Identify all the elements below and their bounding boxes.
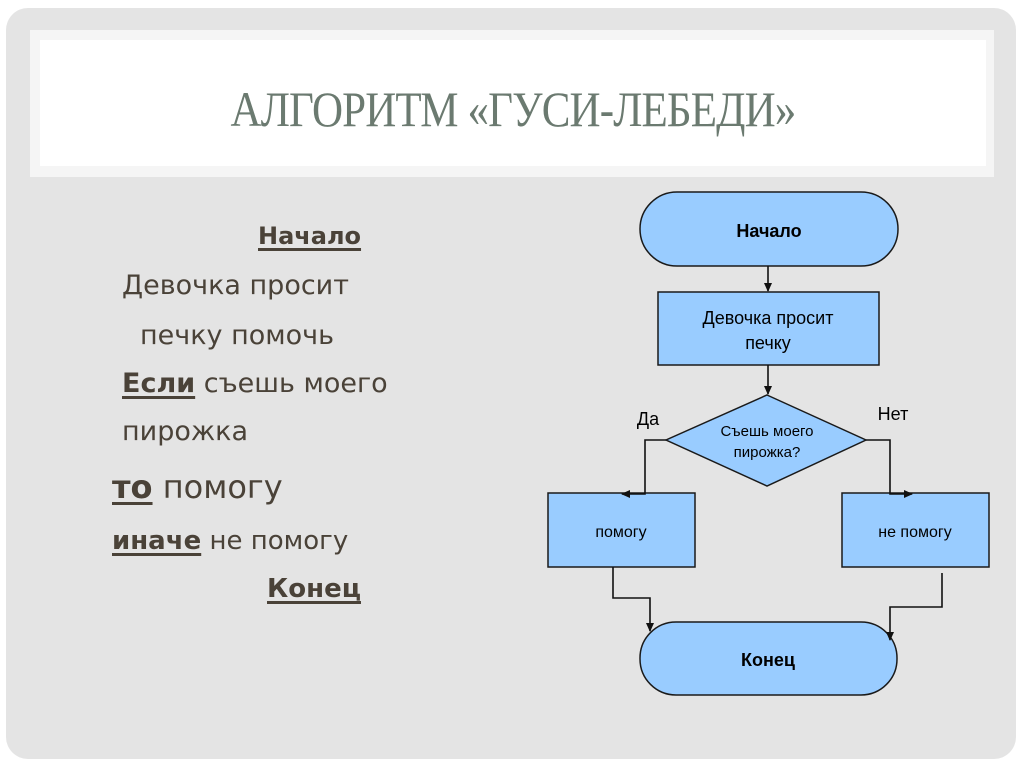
no-action-box: [841, 492, 990, 568]
slide-title: АЛГОРИТМ «ГУСИ-ЛЕБЕДИ»: [230, 81, 797, 137]
no-label: Нет: [878, 404, 909, 424]
decision-label-line2: пирожка?: [734, 444, 801, 461]
title-panel: [40, 40, 986, 166]
decision-diamond: [664, 394, 868, 487]
if-condition: съешь моего: [195, 368, 388, 399]
decision-label-line1: Съешь моего: [720, 423, 813, 440]
no-action-label: не помогу: [878, 524, 951, 541]
process-box: [657, 291, 880, 366]
algo-line-3: печку помочь: [140, 320, 335, 351]
algo-start: Начало: [258, 222, 361, 250]
yes-action-label: помогу: [595, 524, 646, 541]
algo-line-5: пирожка: [122, 416, 249, 447]
arrow-yes-to-end: [612, 567, 654, 632]
process-label-line2: печку: [745, 333, 791, 353]
arrow-yes-branch: [621, 439, 666, 498]
then-action: помогу: [152, 468, 283, 506]
algo-end: Конец: [267, 574, 361, 604]
arrow-no-branch: [866, 439, 913, 498]
algo-then-line: то помогу: [112, 468, 283, 506]
arrow-no-to-end: [886, 573, 943, 641]
yes-action-box: [547, 492, 696, 568]
start-terminator: [639, 191, 899, 267]
start-keyword: Начало: [258, 222, 362, 250]
algo-line-2: Девочка просит: [122, 270, 349, 301]
start-label: Начало: [736, 221, 801, 241]
algo-else-line: иначе не помогу: [112, 526, 348, 556]
if-keyword: Если: [122, 368, 196, 399]
end-terminator: [639, 621, 898, 696]
end-label: Конец: [741, 650, 795, 670]
else-action: не помогу: [201, 526, 349, 556]
yes-label: Да: [637, 409, 660, 429]
process-label-line1: Девочка просит: [703, 308, 834, 328]
algo-if-line: Если съешь моего: [122, 368, 388, 399]
then-keyword: то: [112, 468, 153, 506]
else-keyword: иначе: [112, 526, 202, 556]
end-keyword: Конец: [267, 574, 361, 604]
